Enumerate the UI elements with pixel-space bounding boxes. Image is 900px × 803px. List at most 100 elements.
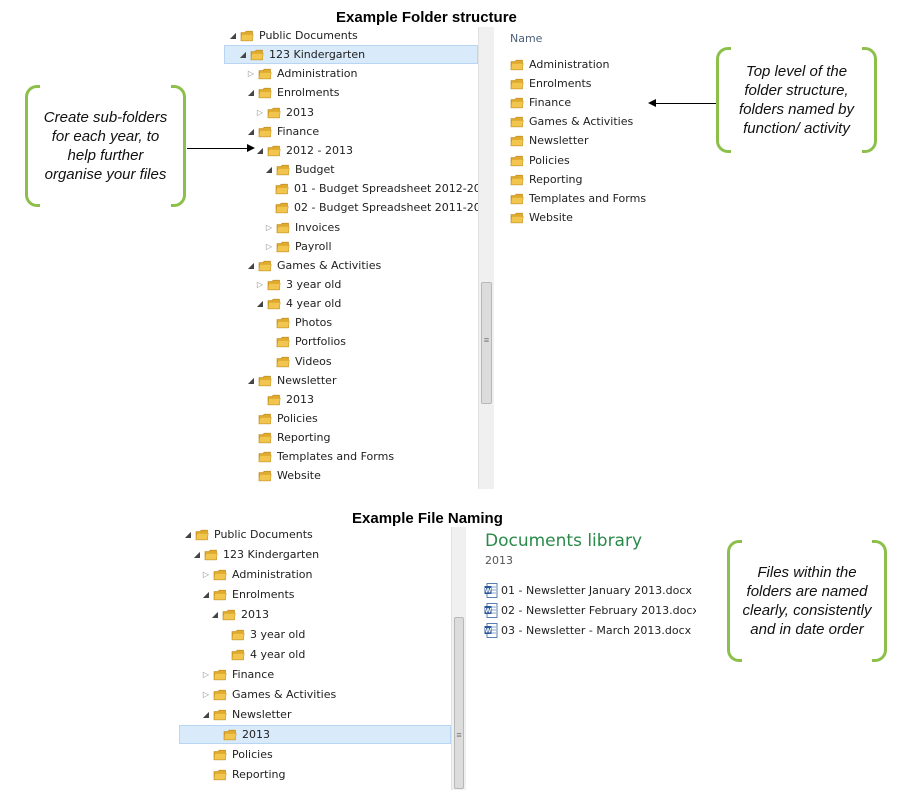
collapsed-arrow-icon[interactable]: ▷ [202,570,210,579]
tree-item[interactable]: ◢Finance [224,122,478,141]
tree-item-label: Budget [295,163,335,177]
tree-item[interactable]: Photos [224,313,478,332]
folder-list-item[interactable]: Policies [510,151,570,169]
tree-item[interactable]: ◢4 year old [224,294,478,313]
folder-icon [276,317,290,329]
expanded-arrow-icon[interactable]: ◢ [229,31,237,40]
tree-item-label: 4 year old [250,648,306,661]
folder-list-label: Policies [529,153,570,167]
tree-item[interactable]: Portfolios [224,332,478,351]
callout-bracket-left [716,47,731,153]
folder-list-item[interactable]: Templates and Forms [510,189,646,207]
folder-list-label: Finance [529,95,572,109]
tree-item[interactable]: Policies [179,745,451,764]
collapsed-arrow-icon[interactable]: ▷ [256,107,264,117]
tree-item[interactable]: ◢Enrolments [224,83,478,102]
folder-list-item[interactable]: Enrolments [510,74,592,92]
folder-icon [267,298,281,310]
expanded-arrow-icon[interactable]: ◢ [239,50,247,60]
expanded-arrow-icon[interactable]: ◢ [247,260,255,270]
tree-item-label: 123 Kindergarten [269,48,366,62]
tree-item[interactable]: ◢Public Documents [224,27,478,45]
tree-item[interactable]: Policies [224,409,478,428]
tree-item[interactable]: 02 - Budget Spreadsheet 2011-2012 [224,198,478,217]
tree-item[interactable]: Reporting [179,765,451,784]
collapsed-arrow-icon[interactable]: ▷ [256,279,264,289]
tree-item[interactable]: Videos [224,352,478,371]
folder-icon [510,59,524,70]
tree-item[interactable]: ▷3 year old [224,275,478,294]
collapsed-arrow-icon[interactable]: ▷ [202,670,210,679]
tree-item[interactable]: ◢123 Kindergarten [179,545,451,564]
expanded-arrow-icon[interactable]: ◢ [202,710,210,719]
tree-item[interactable]: ▷Administration [179,565,451,584]
tree-item[interactable]: ◢Newsletter [179,705,451,724]
bottom-tree-scrollbar[interactable]: ≡ [451,527,466,790]
folder-icon [276,164,290,176]
top-tree-scrollbar[interactable]: ≡ [478,27,494,489]
folder-list-item[interactable]: Reporting [510,170,582,188]
collapsed-arrow-icon[interactable]: ▷ [265,241,273,251]
top-navigation-pane: ◢Public Documents◢123 Kindergarten▷Admin… [222,27,478,489]
tree-item[interactable]: ◢Games & Activities [224,256,478,275]
tree-item[interactable]: ▷ Administration [224,64,478,83]
tree-item[interactable]: ◢Newsletter [224,371,478,390]
tree-item[interactable]: ▷2013 [224,103,478,122]
folder-icon [231,629,245,641]
tree-item[interactable]: ▷Invoices [224,218,478,237]
folder-icon [258,126,272,137]
folder-list-label: Templates and Forms [529,191,647,205]
tree-item[interactable]: 2013 [179,725,451,744]
tree-item[interactable]: ◢ 123 Kindergarten [224,45,478,65]
bottom-tree-scroll-thumb[interactable]: ≡ [454,617,464,789]
name-column-header[interactable]: Name [510,32,543,45]
tree-item[interactable]: ◢Enrolments [179,585,451,604]
top-tree-scroll-thumb[interactable]: ≡ [481,282,492,404]
folder-list-label: Website [529,211,573,225]
tree-item[interactable]: ◢2012 - 2013 [224,141,478,160]
folder-icon [276,356,290,367]
tree-item[interactable]: ▷Finance [179,665,451,684]
tree-item[interactable]: 4 year old [179,645,451,664]
expanded-arrow-icon[interactable]: ◢ [184,530,192,539]
folder-list-item[interactable]: Website [510,209,573,227]
expanded-arrow-icon[interactable]: ◢ [256,299,264,309]
tree-item[interactable]: Reporting [224,428,478,447]
tree-item[interactable]: ◢Public Documents [179,527,451,544]
tree-item[interactable]: Website [224,466,478,485]
tree-item-label: Administration [277,67,358,81]
folder-icon [213,569,227,581]
tree-item[interactable]: ◢ Budget [224,160,478,179]
expanded-arrow-icon[interactable]: ◢ [193,550,201,559]
expanded-arrow-icon[interactable]: ◢ [247,375,255,385]
expanded-arrow-icon[interactable]: ◢ [211,610,219,619]
folder-icon [258,87,272,99]
folder-list-item[interactable]: Finance [510,93,571,111]
file-naming-callout-text: Files within the folders are named clear… [742,564,872,638]
folder-list-item[interactable]: Newsletter [510,132,588,150]
collapsed-arrow-icon[interactable]: ▷ [247,69,255,79]
tree-item[interactable]: 2013 [224,390,478,409]
tree-item[interactable]: Templates and Forms [224,447,478,466]
expanded-arrow-icon[interactable]: ◢ [202,590,210,599]
folder-icon [510,135,524,147]
tree-item[interactable]: ◢2013 [179,605,451,624]
folder-list-item[interactable]: Administration [510,55,610,73]
document-file-name: 01 - Newsletter January 2013.docx [501,584,692,597]
expanded-arrow-icon[interactable]: ◢ [247,88,255,98]
documents-library-subtitle: 2013 [485,554,513,567]
expanded-arrow-icon[interactable]: ◢ [247,126,255,136]
collapsed-arrow-icon[interactable]: ▷ [202,690,210,699]
collapsed-arrow-icon[interactable]: ▷ [265,222,273,232]
expanded-arrow-icon[interactable]: ◢ [265,165,273,175]
tree-item[interactable]: 01 - Budget Spreadsheet 2012-2013 [224,179,478,198]
tree-item[interactable]: 3 year old [179,625,451,644]
folder-icon [222,609,236,621]
tree-item[interactable]: ▷Games & Activities [179,685,451,704]
tree-item[interactable]: ▷Payroll [224,237,478,256]
expanded-arrow-icon[interactable]: ◢ [256,145,264,155]
folder-list-item[interactable]: Games & Activities [510,113,633,131]
